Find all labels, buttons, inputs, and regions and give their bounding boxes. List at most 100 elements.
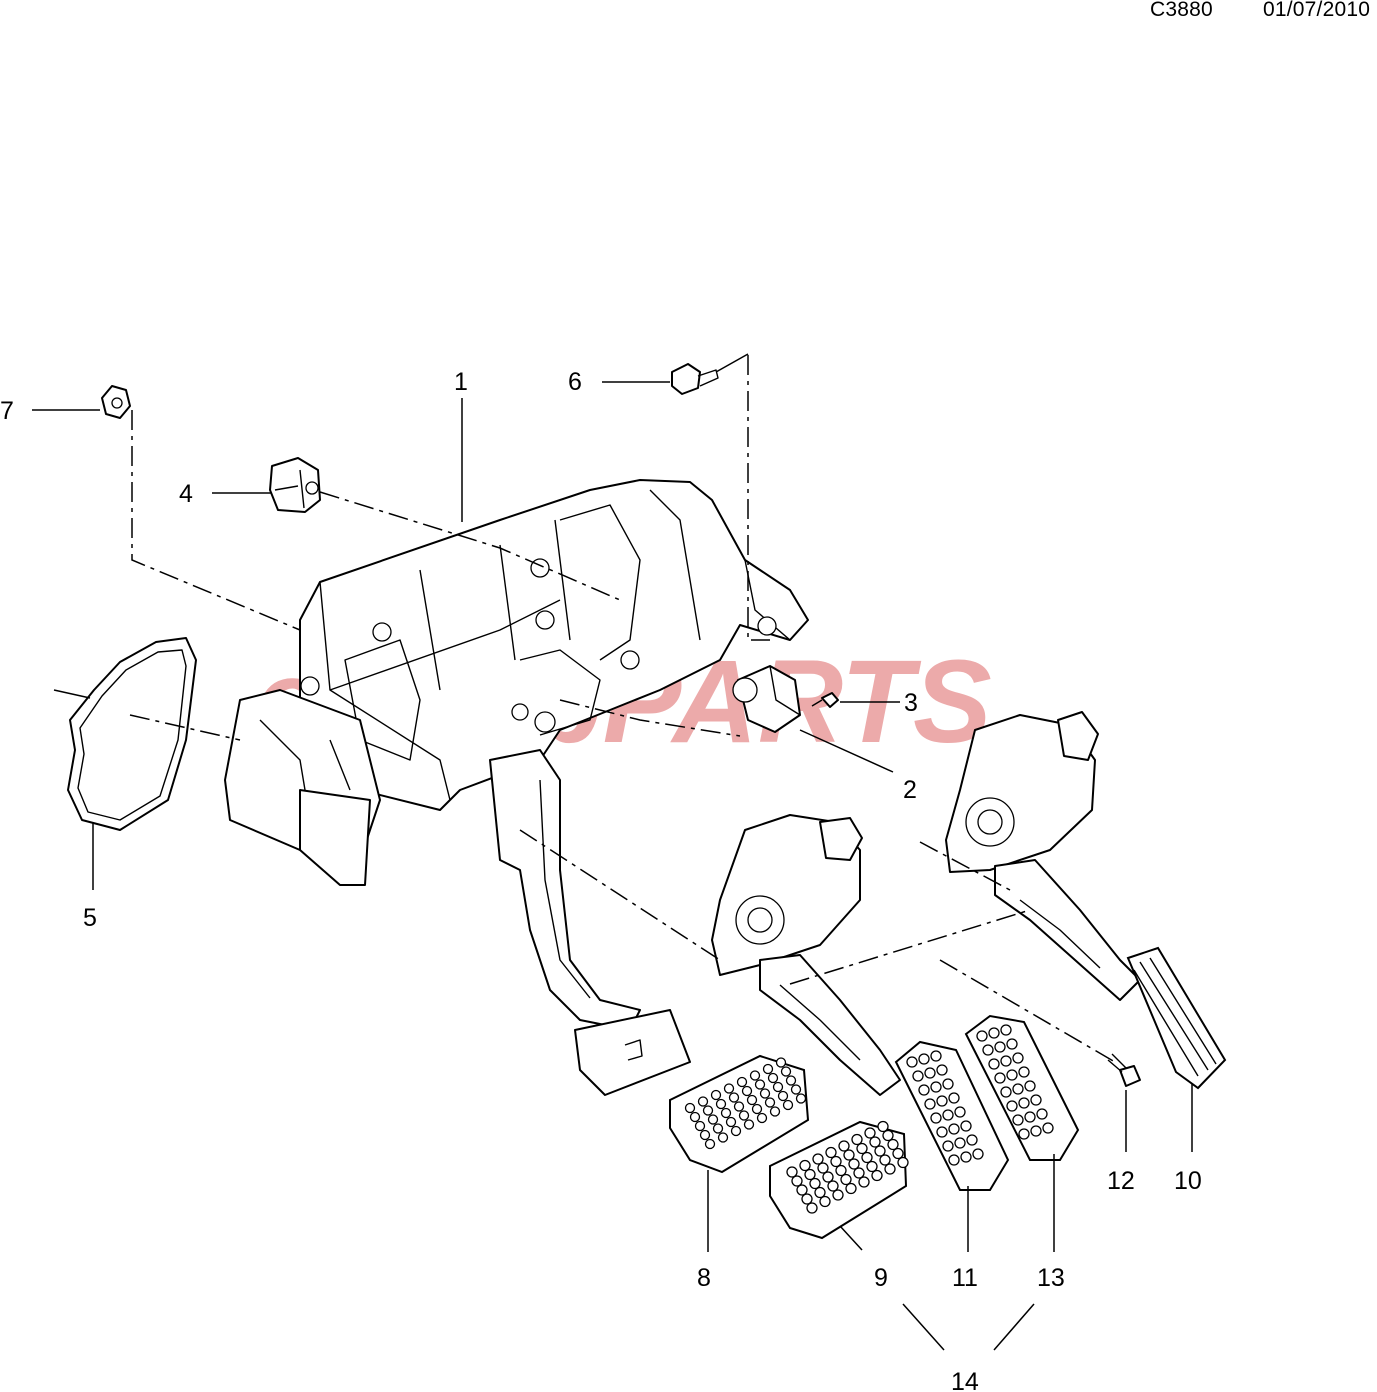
pad-tread-dot — [1006, 1100, 1018, 1112]
pad-tread-dot — [812, 1153, 824, 1165]
pad-tread-dot — [1024, 1080, 1036, 1092]
pad-tread-dot — [838, 1140, 850, 1152]
pad-tread-dot — [704, 1138, 716, 1150]
callout-7: 7 — [0, 397, 14, 425]
pad-tread-dot — [720, 1107, 732, 1119]
pad-tread-dot — [982, 1044, 994, 1056]
pad-tread-dot — [897, 1156, 909, 1169]
brake-pedal-arm — [489, 749, 691, 1096]
callout-6: 6 — [568, 368, 582, 396]
pad-tread-dot — [936, 1095, 948, 1107]
pad-tread-dot — [869, 1136, 881, 1148]
callout-labels: 1 2 3 4 5 6 7 8 9 10 11 12 13 14 — [0, 368, 1202, 1392]
middle-pedal-assembly — [711, 814, 901, 1096]
pad-tread-dot — [884, 1163, 896, 1175]
pad-tread-dot — [1030, 1125, 1042, 1137]
pad-tread-dot — [751, 1103, 763, 1115]
pad-tread-dot — [791, 1175, 803, 1187]
pedal-pad-part-11 — [894, 1040, 1010, 1191]
pad-tread-dot — [853, 1167, 865, 1179]
pedal-pad-part-13 — [964, 1014, 1080, 1161]
pad-tread-dot — [804, 1168, 816, 1181]
pedal-pad-part-9 — [769, 1120, 909, 1240]
pad-tread-dot — [754, 1079, 766, 1090]
pad-tread-dot — [799, 1159, 811, 1172]
callout-8: 8 — [697, 1264, 711, 1292]
callout-11: 11 — [952, 1264, 978, 1292]
pad-tread-dot — [879, 1154, 891, 1166]
pad-tread-dot — [764, 1097, 776, 1108]
pad-tread-dot — [858, 1176, 870, 1188]
pad-tread-dot — [1006, 1038, 1018, 1050]
pad-tread-dot — [785, 1075, 797, 1086]
pad-tread-dot — [906, 1056, 918, 1068]
pad-tread-dot — [717, 1132, 729, 1143]
pad-tread-dot — [790, 1084, 802, 1095]
pad-tread-dot — [723, 1083, 735, 1094]
clip-part-4 — [269, 457, 321, 513]
gasket-part-5 — [67, 637, 197, 831]
callout-2: 2 — [903, 776, 917, 804]
pad-tread-dot — [988, 1027, 1000, 1039]
pad-tread-dot — [1018, 1097, 1030, 1109]
pad-tread-dot — [759, 1088, 771, 1099]
pad-tread-dot — [966, 1134, 978, 1146]
pad-tread-dot — [772, 1081, 784, 1093]
pad-tread-dot — [786, 1166, 798, 1178]
pad-tread-dot — [1042, 1122, 1054, 1134]
nut-part-7 — [101, 385, 131, 419]
pad-tread-dot — [699, 1129, 711, 1141]
pad-tread-dot — [1000, 1024, 1012, 1036]
pad-tread-dot — [809, 1177, 821, 1190]
pad-tread-dot — [684, 1102, 696, 1114]
pad-tread-dot — [924, 1067, 936, 1079]
pad-tread-dot — [1018, 1066, 1030, 1078]
pad-tread-dot — [877, 1120, 889, 1133]
pad-tread-dot — [702, 1105, 714, 1116]
switch-part-2 — [732, 665, 801, 733]
pad-tread-dot — [994, 1072, 1006, 1084]
pad-tread-dot — [796, 1184, 808, 1196]
pad-tread-dot — [730, 1125, 742, 1137]
pad-tread-dot — [806, 1202, 818, 1214]
pad-tread-dot — [887, 1138, 899, 1151]
callout-5: 5 — [83, 904, 97, 932]
pad-tread-dot — [892, 1147, 904, 1160]
pad-tread-dot — [871, 1169, 883, 1182]
pad-tread-dot — [775, 1057, 787, 1068]
pad-tread-dot — [954, 1106, 966, 1118]
callout-13: 13 — [1037, 1264, 1065, 1292]
pad-tread-dot — [972, 1148, 984, 1160]
screw-part-3 — [811, 692, 839, 708]
pad-tread-dot — [743, 1119, 755, 1130]
pad-tread-dot — [918, 1053, 930, 1065]
accelerator-pad-part-10 — [1126, 946, 1227, 1090]
pad-tread-dot — [795, 1093, 807, 1104]
callout-4: 4 — [179, 480, 193, 508]
pad-tread-dot — [976, 1030, 988, 1042]
pad-tread-dot — [725, 1116, 737, 1128]
pad-tread-dot — [942, 1078, 954, 1090]
diagram-code: C3880 — [1150, 0, 1213, 21]
leader-lines — [32, 353, 1193, 1351]
assembly-lines — [129, 355, 1116, 1063]
pad-tread-dot — [827, 1180, 839, 1192]
pad-tread-dot — [930, 1112, 942, 1124]
callout-3: 3 — [904, 689, 918, 717]
pad-tread-dot — [835, 1164, 847, 1177]
pad-tread-dot — [728, 1092, 740, 1103]
callout-12: 12 — [1107, 1167, 1135, 1195]
pad-tread-dot — [948, 1154, 960, 1166]
pad-tread-dot — [1012, 1114, 1024, 1126]
pad-tread-dot — [822, 1171, 834, 1183]
pad-tread-dot — [780, 1066, 792, 1077]
pad-tread-dot — [954, 1137, 966, 1149]
pad-tread-dot — [1036, 1108, 1048, 1120]
pad-tread-dot — [936, 1064, 948, 1076]
pad-tread-dot — [930, 1081, 942, 1093]
pad-tread-dot — [912, 1070, 924, 1082]
pad-tread-dot — [1012, 1052, 1024, 1064]
pad-tread-dot — [866, 1160, 878, 1173]
accelerator-pedal-assembly — [945, 711, 1141, 1001]
